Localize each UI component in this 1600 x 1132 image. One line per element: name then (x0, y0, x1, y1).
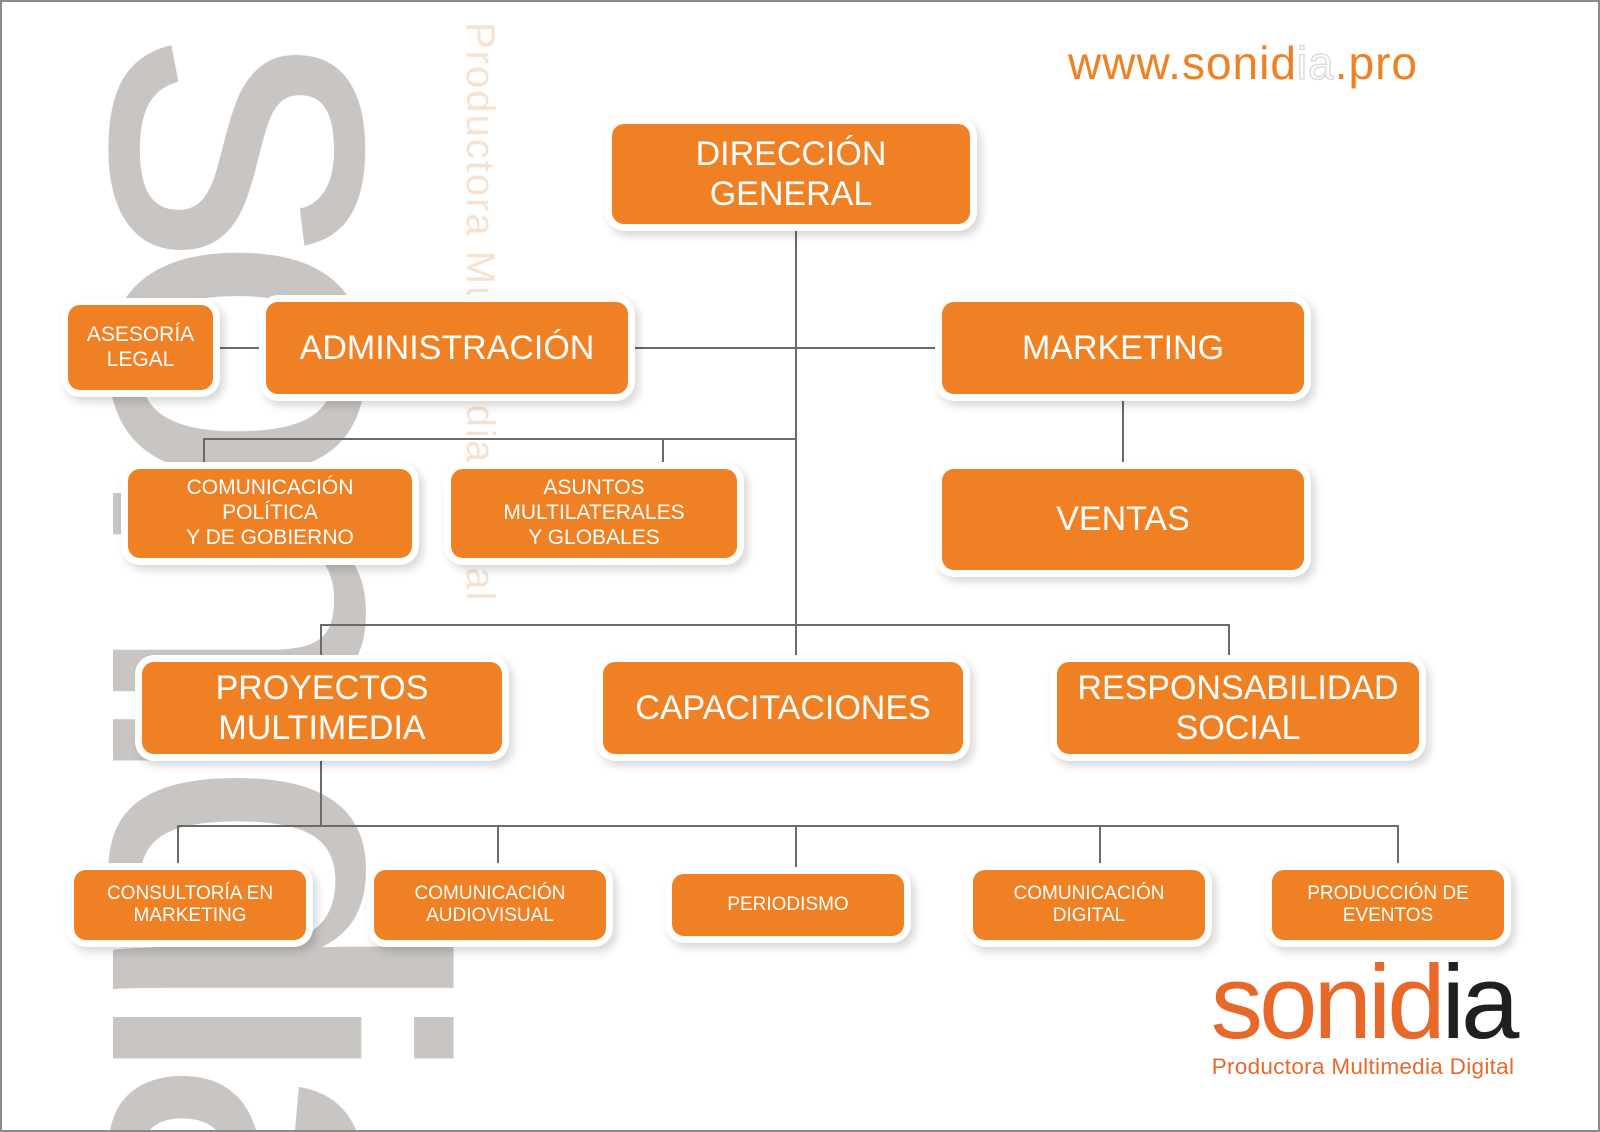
node-proyectos-multimedia[interactable]: PROYECTOS MULTIMEDIA (142, 662, 502, 754)
node-comunicacion-politica-line2: Y DE GOBIERNO (186, 525, 354, 549)
node-comunicacion-politica[interactable]: COMUNICACIÓN POLÍTICA Y DE GOBIERNO (128, 469, 412, 558)
node-asesoria-legal-line1: ASESORÍA (86, 322, 195, 346)
site-url-part-2: .pro (1334, 37, 1418, 89)
connector-eventos-drop (1397, 825, 1399, 870)
node-marketing-label: MARKETING (1021, 328, 1225, 367)
node-responsabilidad-social-line2: SOCIAL (1175, 709, 1301, 747)
connector-admin-children-bus (203, 438, 795, 440)
brand-wordmark: sonidia (1183, 950, 1543, 1055)
node-comunicacion-audiovisual-line1: COMUNICACIÓN (414, 882, 566, 904)
node-periodismo[interactable]: PERIODISMO (672, 874, 904, 936)
connector-asesoria-admin (213, 347, 266, 349)
node-marketing[interactable]: MARKETING (942, 302, 1304, 394)
node-comunicacion-digital[interactable]: COMUNICACIÓN DIGITAL (973, 870, 1205, 940)
node-comunicacion-audiovisual-line2: AUDIOVISUAL (426, 905, 554, 926)
node-produccion-eventos-line2: EVENTOS (1342, 905, 1434, 926)
connector-digital-drop (1099, 825, 1101, 870)
connector-proyectos-drop (320, 624, 322, 662)
node-consultoria-marketing[interactable]: CONSULTORÍA EN MARKETING (74, 870, 306, 940)
node-responsabilidad-social[interactable]: RESPONSABILIDAD SOCIAL (1057, 662, 1419, 754)
connector-admin-child-right-drop (662, 438, 664, 469)
node-produccion-eventos[interactable]: PRODUCCIÓN DE EVENTOS (1272, 870, 1504, 940)
connector-admin-child-left-drop (203, 438, 205, 469)
node-asuntos-multilaterales-line1: ASUNTOS MULTILATERALES (503, 476, 685, 525)
node-comunicacion-audiovisual[interactable]: COMUNICACIÓN AUDIOVISUAL (374, 870, 606, 940)
site-url-part-1: www.sonid (1068, 37, 1297, 89)
node-comunicacion-politica-line1: COMUNICACIÓN POLÍTICA (186, 476, 354, 525)
node-asuntos-multilaterales[interactable]: ASUNTOS MULTILATERALES Y GLOBALES (451, 469, 737, 558)
brand-logo: sonidia Productora Multimedia Digital (1183, 950, 1543, 1081)
node-direccion-general[interactable]: DIRECCIÓN GENERAL (612, 124, 970, 224)
connector-row5-bus (177, 825, 1397, 827)
node-responsabilidad-social-line1: RESPONSABILIDAD (1077, 668, 1399, 707)
node-direccion-general-line2: GENERAL (709, 175, 873, 213)
watermark-logo-text: sonidia (13, 32, 538, 1132)
node-proyectos-multimedia-line2: MULTIMEDIA (218, 709, 426, 747)
brand-wordmark-orange: sonid (1210, 943, 1446, 1061)
node-ventas-label: VENTAS (1056, 500, 1190, 539)
node-produccion-eventos-line1: PRODUCCIÓN DE (1307, 882, 1469, 904)
connector-row4-bus (320, 624, 1228, 626)
node-comunicacion-digital-line2: DIGITAL (1052, 905, 1126, 926)
site-url-part-soft: ia (1296, 36, 1335, 90)
node-periodismo-label: PERIODISMO (727, 893, 849, 915)
connector-periodismo-drop (795, 825, 797, 870)
connector-capacitaciones-drop (795, 624, 797, 662)
node-consultoria-marketing-line1: CONSULTORÍA EN (106, 882, 274, 904)
node-asuntos-multilaterales-line2: Y GLOBALES (528, 525, 660, 549)
node-capacitaciones-label: CAPACITACIONES (635, 688, 931, 727)
connector-row2-bus (628, 347, 946, 349)
brand-wordmark-dark: ia (1441, 943, 1520, 1061)
node-asesoria-legal-line2: LEGAL (106, 347, 175, 371)
connector-marketing-ventas (1122, 395, 1124, 469)
node-capacitaciones[interactable]: CAPACITACIONES (603, 662, 963, 754)
connector-consultoria-drop (177, 825, 179, 870)
node-asesoria-legal[interactable]: ASESORÍA LEGAL (68, 305, 213, 390)
node-comunicacion-digital-line1: COMUNICACIÓN (1013, 882, 1165, 904)
node-administracion[interactable]: ADMINISTRACIÓN (266, 302, 628, 394)
connector-proyectos-stem (320, 754, 322, 825)
connector-audiovisual-drop (497, 825, 499, 870)
node-direccion-general-line1: DIRECCIÓN (695, 134, 887, 173)
connector-responsabilidad-drop (1228, 624, 1230, 662)
node-consultoria-marketing-line2: MARKETING (133, 905, 247, 926)
connector-center-spine (795, 347, 797, 624)
node-administracion-label: ADMINISTRACIÓN (299, 328, 595, 367)
node-proyectos-multimedia-line1: PROYECTOS (215, 668, 429, 707)
brand-tagline: Productora Multimedia Digital (1211, 1054, 1515, 1079)
connector-dg-stem (795, 224, 797, 348)
node-ventas[interactable]: VENTAS (942, 469, 1304, 570)
site-url: www.sonidia.pro (1068, 36, 1418, 90)
